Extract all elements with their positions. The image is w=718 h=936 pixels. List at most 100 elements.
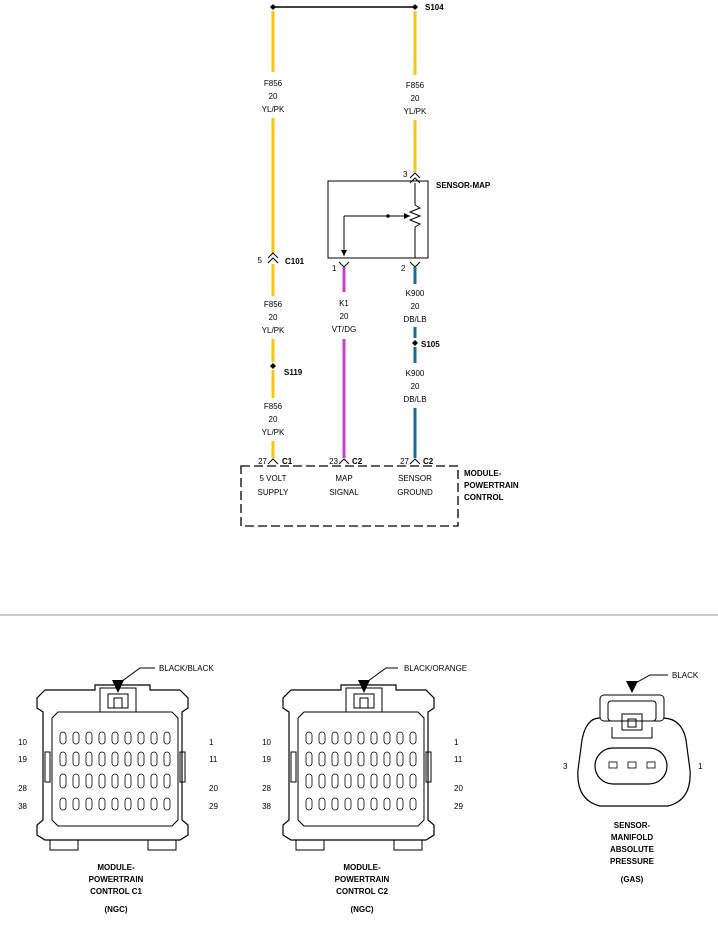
cavity-number-label: 11 — [209, 755, 218, 764]
connector-caption-2: POWERTRAIN — [89, 875, 144, 884]
sensor-cavity — [646, 761, 656, 769]
connector-caption-2: POWERTRAIN — [335, 875, 390, 884]
wire-label-gauge: 20 — [269, 313, 278, 322]
splice-dot-s104 — [412, 4, 418, 10]
wire-label-color: DB/LB — [403, 315, 426, 324]
pcm-pin-connector: C2 — [423, 457, 434, 466]
connector-view-sensor-map: BLACK 3 1 SENSOR- MANIFOLD ABSOLUTE PRES… — [563, 671, 703, 884]
cavity-number-label: 10 — [262, 738, 271, 747]
connector-view-pcm-c2: BLACK/ORANGE 10 19 28 38 1 11 20 29 MODU… — [262, 664, 467, 914]
wire-label-circuit: K1 — [339, 299, 349, 308]
sensor-connector-key — [621, 713, 643, 731]
connector-side-tab-right — [425, 751, 432, 783]
splice-dot-s105 — [412, 340, 418, 346]
sensor-pin-3-label: 3 — [403, 170, 408, 179]
sensor-connector-lock-inner — [607, 700, 657, 722]
connector-color-label: BLACK — [672, 671, 699, 680]
connector-inner-shell — [51, 711, 179, 827]
cavity-number-label: 19 — [18, 755, 27, 764]
wiper-junction-dot — [386, 214, 390, 218]
wire-label-circuit: F856 — [406, 81, 425, 90]
connector-caption-1: MODULE- — [97, 863, 135, 872]
wire-label-color: YL/PK — [262, 428, 285, 437]
connector-caption-3: ABSOLUTE — [610, 845, 655, 854]
splice-label-s104: S104 — [425, 3, 444, 12]
sensor-pin-2-symbol — [409, 261, 421, 268]
wire-label-gauge: 20 — [411, 302, 420, 311]
pcm-module-box — [240, 465, 459, 527]
wire-label-color: DB/LB — [403, 395, 426, 404]
connector-caption-4: PRESSURE — [610, 857, 655, 866]
pcm-pin-function-1: MAP — [335, 474, 352, 483]
pin-cavities — [59, 731, 171, 811]
splice-dot-s119 — [270, 363, 276, 369]
connector-caption-4: (NGC) — [104, 905, 127, 914]
pin-row-1 — [305, 731, 417, 745]
sensor-connector-face — [594, 747, 668, 785]
pcm-pin-symbol — [409, 458, 421, 465]
color-pointer-line — [631, 674, 668, 686]
connector-side-tab-left — [290, 751, 297, 783]
connector-caption-4: (NGC) — [350, 905, 373, 914]
pin-row-1 — [59, 731, 171, 745]
wiper-arrow — [404, 213, 410, 219]
wire-label-circuit: K900 — [406, 369, 425, 378]
cavity-number-label: 28 — [262, 784, 271, 793]
sensor-map-label: SENSOR-MAP — [436, 181, 491, 190]
cavity-number-label: 1 — [698, 762, 703, 771]
connector-body — [36, 684, 189, 841]
wire-label-circuit: F856 — [264, 300, 283, 309]
cavity-number-label: 38 — [18, 802, 27, 811]
pcm-label-line2: POWERTRAIN — [464, 481, 519, 490]
wire-label-gauge: 20 — [269, 415, 278, 424]
sensor-connector-latch-arm — [611, 727, 653, 739]
pcm-label-line1: MODULE- — [464, 469, 502, 478]
sensor-connector-key-inner — [627, 718, 637, 728]
potentiometer-resistor — [408, 204, 422, 228]
pcm-pin-symbol — [338, 458, 350, 465]
wire-label-color: VT/DG — [332, 325, 356, 334]
connector-inner-shell — [297, 711, 425, 827]
pcm-pin-number: 27 — [258, 457, 267, 466]
cavity-number-label: 20 — [454, 784, 463, 793]
pin-row-3 — [59, 773, 171, 789]
c101-pin-label: 5 — [258, 256, 263, 265]
connector-label-c101: C101 — [285, 257, 305, 266]
pcm-pin-connector: C2 — [352, 457, 363, 466]
cavity-number-label: 29 — [454, 802, 463, 811]
pcm-pin-symbol — [267, 458, 279, 465]
connector-caption-1: MODULE- — [343, 863, 381, 872]
cavity-number-label: 20 — [209, 784, 218, 793]
sensor-pin-3-symbol — [409, 172, 421, 184]
sensor-pin-2-label: 2 — [401, 264, 406, 273]
cavity-number-label: 3 — [563, 762, 568, 771]
connector-latch-key — [359, 697, 369, 709]
signal-lead-arrow — [341, 250, 347, 256]
pcm-pin-function-2: SUPPLY — [258, 488, 290, 497]
wire-label-circuit: K900 — [406, 289, 425, 298]
color-pointer-arrow — [358, 680, 370, 693]
pcm-pin-function-2: GROUND — [397, 488, 433, 497]
pcm-pin-function-2: SIGNAL — [329, 488, 359, 497]
connector-latch-key — [113, 697, 123, 709]
pcm-pin-function-1: SENSOR — [398, 474, 432, 483]
sensor-connector-lock-outer — [599, 694, 665, 722]
splice-label-s105: S105 — [421, 340, 440, 349]
wire-label-circuit: F856 — [264, 79, 283, 88]
sensor-cavity — [627, 761, 637, 769]
pcm-pin-function-1: 5 VOLT — [260, 474, 287, 483]
connector-caption-1: SENSOR- — [614, 821, 651, 830]
wire-label-gauge: 20 — [411, 382, 420, 391]
wire-label-color: YL/PK — [262, 326, 285, 335]
wire-label-gauge: 20 — [340, 312, 349, 321]
pin-row-2 — [59, 751, 171, 767]
sensor-cavity — [608, 761, 618, 769]
pin-row-4 — [59, 797, 171, 811]
connector-caption-3: CONTROL C2 — [336, 887, 388, 896]
pcm-pin-number: 23 — [329, 457, 338, 466]
sensor-pin-1-label: 1 — [332, 264, 337, 273]
connector-foot-left — [295, 839, 325, 851]
connector-body — [282, 684, 435, 841]
cavity-number-label: 19 — [262, 755, 271, 764]
cavity-number-label: 28 — [18, 784, 27, 793]
